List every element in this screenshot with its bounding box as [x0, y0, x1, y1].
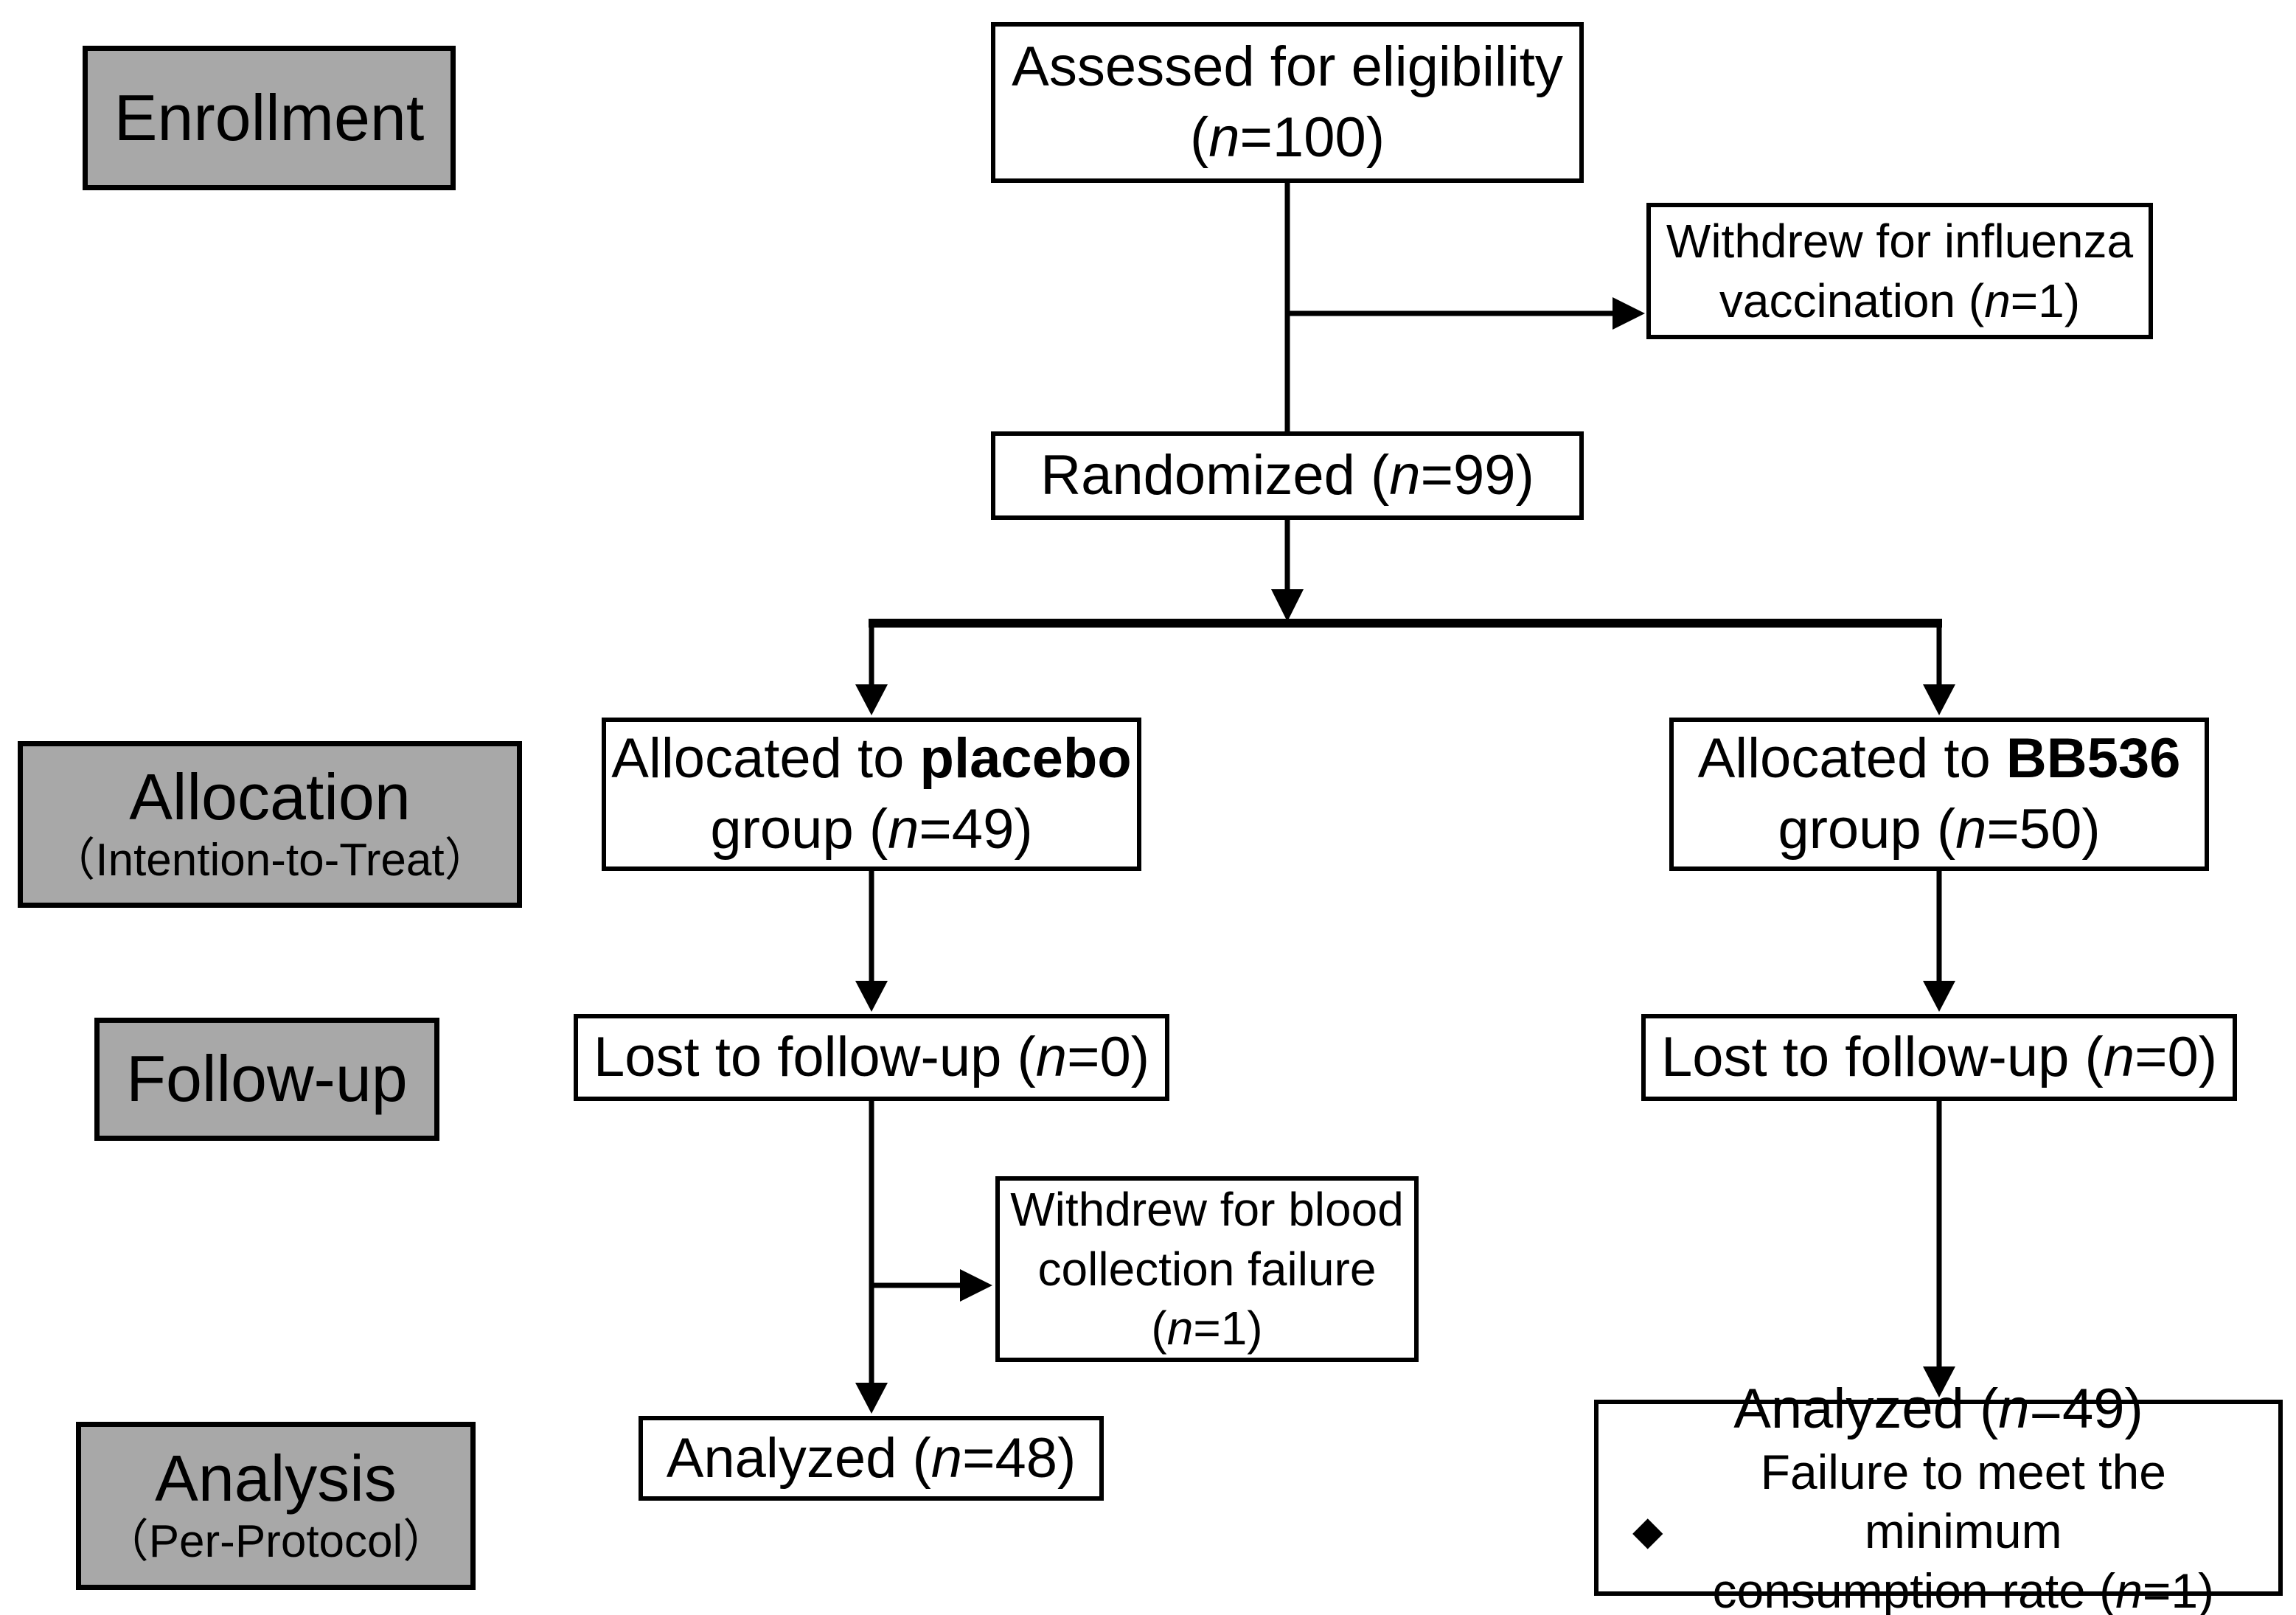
stage-label-enrollment: Enrollment: [83, 46, 456, 190]
alloc-placebo-line2: group (n=49): [710, 798, 1033, 861]
analyzed-right-reason: Failure to meet the minimum consumption …: [1671, 1442, 2256, 1615]
withdrew-blood-count: (n=1): [1151, 1302, 1263, 1355]
analyzed-right-line: Analyzed (n=49): [1733, 1377, 2143, 1440]
analyzed-right-reason-line2: consumption rate (n=1): [1712, 1563, 2215, 1615]
stage-label-analysis: Analysis （Per-Protocol）: [76, 1422, 476, 1590]
box-assessed-for-eligibility: Assessed for eligibility (n=100): [991, 22, 1584, 183]
stage-label-allocation: Allocation （Intention-to-Treat）: [18, 741, 522, 908]
arrowhead-analyzed-left-icon: [855, 1383, 888, 1414]
box-allocated-bb536: Allocated to BB536 group (n=50): [1669, 718, 2209, 871]
arrowhead-withdrew-influenza-icon: [1613, 297, 1645, 330]
box-analyzed-bb536: Analyzed (n=49) ◆ Failure to meet the mi…: [1594, 1378, 2283, 1615]
withdrew-blood-line1: Withdrew for blood: [1010, 1183, 1404, 1237]
assessed-count: (n=100): [1189, 106, 1385, 169]
diamond-bullet-icon: ◆: [1632, 1508, 1663, 1553]
arrowhead-bb536-icon: [1923, 684, 1955, 715]
arrowhead-withdrew-blood-icon: [960, 1269, 992, 1302]
stage-enrollment-title: Enrollment: [114, 80, 425, 154]
arrowhead-analyzed-right-icon: [1923, 1366, 1955, 1397]
box-withdrew-influenza-vaccination: Withdrew for influenza vaccination (n=1): [1646, 203, 2153, 339]
arrowhead-placebo-icon: [855, 684, 888, 715]
assessed-line1: Assessed for eligibility: [1012, 35, 1563, 99]
analyzed-right-reason-line1: Failure to meet the minimum: [1760, 1444, 2166, 1559]
withdrew-flu-line2: vaccination (n=1): [1719, 274, 2081, 327]
arrowhead-lost-left-icon: [855, 981, 888, 1012]
alloc-bb536-line2: group (n=50): [1778, 798, 2101, 861]
lost-right-line: Lost to follow-up (n=0): [1660, 1026, 2218, 1089]
box-analyzed-placebo: Analyzed (n=48): [639, 1416, 1104, 1501]
randomized-line: Randomized (n=99): [1040, 444, 1534, 507]
box-randomized: Randomized (n=99): [991, 431, 1584, 520]
analyzed-left-line: Analyzed (n=48): [666, 1426, 1076, 1490]
lost-left-line: Lost to follow-up (n=0): [593, 1026, 1150, 1089]
box-lost-followup-bb536: Lost to follow-up (n=0): [1641, 1014, 2237, 1101]
box-allocated-placebo: Allocated to placebo group (n=49): [602, 718, 1141, 871]
box-withdrew-blood-collection: Withdrew for blood collection failure (n…: [995, 1176, 1419, 1362]
box-lost-followup-placebo: Lost to follow-up (n=0): [574, 1014, 1169, 1101]
stage-allocation-subtitle: （Intention-to-Treat）: [49, 835, 490, 886]
arrowhead-split-icon: [1271, 589, 1304, 622]
alloc-placebo-line1: Allocated to placebo: [611, 727, 1132, 791]
withdrew-flu-line1: Withdrew for influenza: [1666, 214, 2134, 268]
stage-allocation-title: Allocation: [129, 760, 411, 833]
analyzed-right-bullet-row: ◆ Failure to meet the minimum consumptio…: [1598, 1442, 2278, 1615]
stage-analysis-subtitle: （Per-Protocol）: [102, 1516, 449, 1568]
stage-followup-title: Follow-up: [126, 1042, 408, 1116]
withdrew-blood-line2: collection failure: [1037, 1242, 1377, 1296]
arrowhead-lost-right-icon: [1923, 981, 1955, 1012]
alloc-bb536-line1: Allocated to BB536: [1697, 727, 2181, 791]
stage-label-followup: Follow-up: [94, 1018, 439, 1141]
stage-analysis-title: Analysis: [155, 1441, 397, 1515]
